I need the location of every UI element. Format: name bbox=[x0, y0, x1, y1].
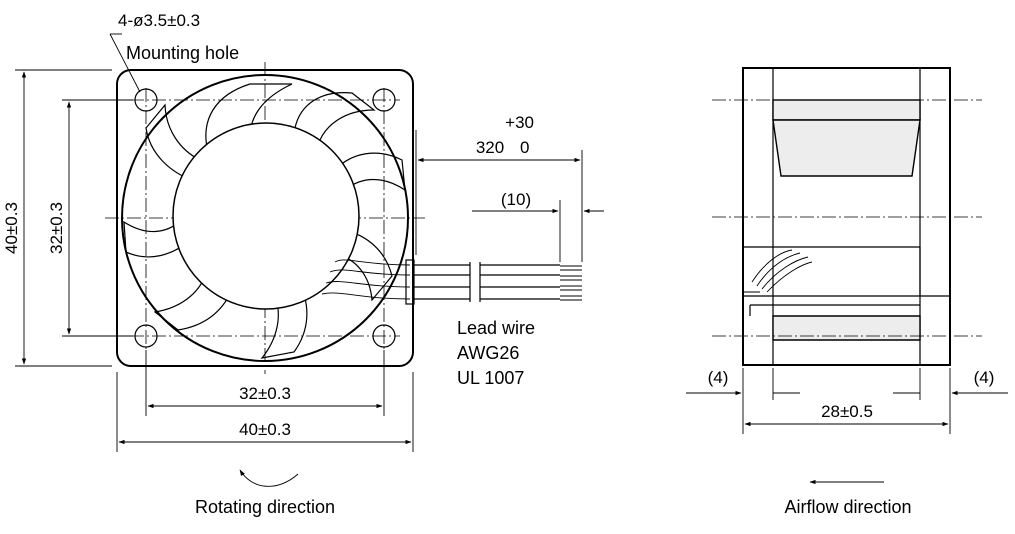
lead-length-tolerance-upper: +30 bbox=[505, 113, 534, 132]
airflow-direction-label: Airflow direction bbox=[784, 497, 911, 517]
wire-exit bbox=[321, 259, 415, 305]
lead-length-nominal: 320 bbox=[476, 138, 504, 157]
lead-length-tolerance-lower: 0 bbox=[520, 138, 529, 157]
lead-wire-label: Lead wire bbox=[457, 318, 535, 338]
side-view: (4) (4) 28±0.5 Airflow direction bbox=[686, 67, 1008, 517]
depth-dim: 28±0.5 bbox=[821, 402, 873, 421]
front-view: 4-ø3.5±0.3 Mounting hole 40±0.3 32±0.3 3… bbox=[2, 11, 425, 517]
strip-length-dim: (10) bbox=[501, 190, 531, 209]
mounting-hole-top-right bbox=[372, 88, 396, 112]
bottom-housing-block bbox=[772, 315, 921, 341]
mounting-hole-leader bbox=[109, 33, 141, 93]
top-strut bbox=[772, 99, 921, 121]
top-housing-block bbox=[772, 119, 921, 177]
right-flange-dim: (4) bbox=[974, 368, 995, 387]
hole-pitch-height-dim: 32±0.3 bbox=[47, 202, 66, 254]
side-housing-outline bbox=[742, 67, 951, 366]
side-wire-bundle bbox=[743, 249, 813, 293]
mounting-hole-spec: 4-ø3.5±0.3 bbox=[118, 11, 200, 30]
outer-width-dim: 40±0.3 bbox=[239, 420, 291, 439]
lead-wire-standard: UL 1007 bbox=[457, 368, 524, 388]
mounting-holes bbox=[134, 88, 396, 348]
rotating-direction-label: Rotating direction bbox=[195, 497, 335, 517]
lead-wire: +30 320 0 (10) Lead wire AWG26 UL 1007 bbox=[412, 113, 604, 388]
lead-wire-gauge: AWG26 bbox=[457, 343, 519, 363]
outer-height-dim: 40±0.3 bbox=[2, 202, 21, 254]
mounting-hole-bottom-right bbox=[372, 324, 396, 348]
hole-pitch-width-dim: 32±0.3 bbox=[239, 384, 291, 403]
mounting-hole-top-left bbox=[134, 88, 158, 112]
mounting-hole-label: Mounting hole bbox=[126, 43, 239, 63]
fan-hub bbox=[172, 122, 360, 310]
venturi-ring bbox=[121, 74, 409, 362]
left-flange-dim: (4) bbox=[708, 368, 729, 387]
stripped-wire-ends bbox=[560, 265, 582, 301]
rotation-arrow-icon bbox=[239, 469, 299, 487]
mounting-hole-bottom-left bbox=[134, 324, 158, 348]
